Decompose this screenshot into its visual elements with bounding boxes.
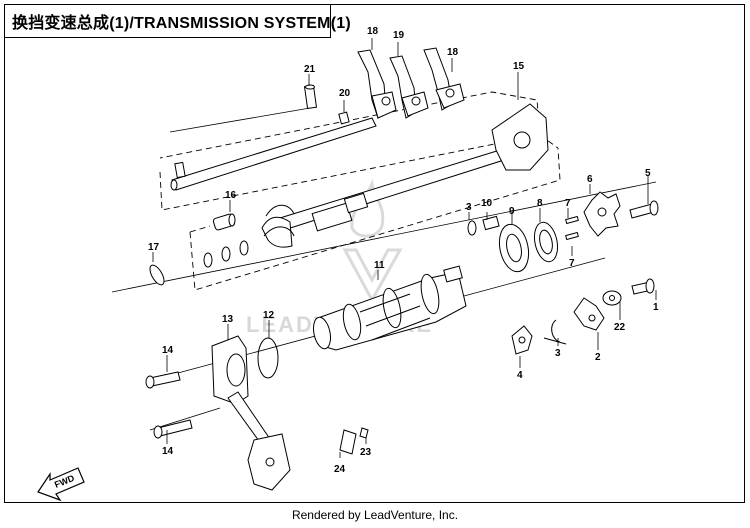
callout-23: 23: [360, 447, 372, 458]
shift-shaft: [261, 103, 549, 248]
callout-11: 11: [374, 260, 385, 271]
callout-17: 17: [148, 242, 160, 253]
shift-forks: [357, 47, 465, 119]
shift-rod: [170, 84, 377, 191]
title-box: 换挡变速总成(1)/TRANSMISSION SYSTEM(1): [4, 4, 351, 38]
callout-5: 5: [645, 168, 651, 179]
callout-3: 3: [466, 202, 472, 213]
callout-labels: 18 19 18 21 20 15 16 17 3 10 9 8 7 7 6 5…: [148, 26, 659, 475]
callout-18: 18: [447, 47, 459, 58]
page-title: 换挡变速总成(1)/TRANSMISSION SYSTEM(1): [12, 14, 351, 32]
shift-lever-assembly: [145, 335, 291, 491]
star-plate-assembly: [565, 191, 659, 241]
callout-7: 7: [565, 198, 571, 209]
callout-16: 16: [225, 190, 237, 201]
callout-6: 6: [587, 174, 593, 185]
callout-12: 12: [263, 310, 275, 321]
shift-drum: [312, 265, 467, 351]
callout-1: 1: [653, 302, 659, 313]
callout-24: 24: [334, 464, 346, 475]
callout-15: 15: [513, 61, 525, 72]
callout-14: 14: [162, 446, 174, 457]
callout-19: 19: [393, 30, 405, 41]
shaft-small-parts: [149, 213, 249, 286]
callout-21: 21: [304, 64, 316, 75]
callout-9: 9: [509, 206, 515, 217]
callout-4: 4: [517, 370, 523, 381]
footer-credit: Rendered by LeadVenture, Inc.: [291, 508, 459, 522]
callout-18: 18: [367, 26, 379, 37]
fwd-arrow-icon: FWD: [37, 467, 85, 502]
callout-8: 8: [537, 198, 543, 209]
pins-23-24: [339, 427, 369, 455]
callout-22: 22: [614, 322, 626, 333]
callout-13: 13: [222, 314, 234, 325]
detent-parts: [511, 278, 655, 355]
callout-10: 10: [481, 198, 493, 209]
bearing-and-seal: [467, 215, 559, 273]
callout-7: 7: [569, 258, 575, 269]
callout-20: 20: [339, 88, 351, 99]
callout-2: 2: [595, 352, 601, 363]
diagram-frame: [4, 4, 745, 503]
leader-lines: [152, 38, 657, 458]
callout-3: 3: [555, 348, 561, 359]
callout-14: 14: [162, 345, 174, 356]
